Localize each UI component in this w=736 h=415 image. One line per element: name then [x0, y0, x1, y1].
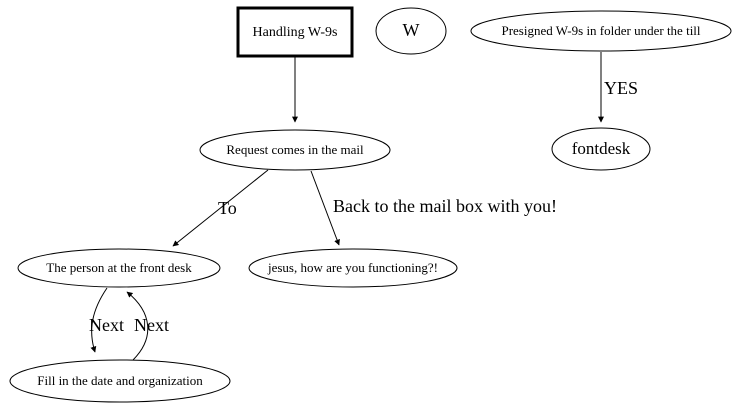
edge-line: [310, 170, 340, 246]
edge-label-next-up: Next: [134, 315, 169, 335]
node-fontdesk[interactable]: fontdesk: [551, 127, 651, 171]
node-presigned-w9s[interactable]: Presigned W-9s in folder under the till: [470, 10, 732, 52]
node-shape-ellipse: [551, 127, 651, 171]
node-jesus-functioning[interactable]: jesus, how are you functioning?!: [248, 248, 458, 288]
node-shape-ellipse: [470, 10, 732, 52]
node-label: Request comes in the mail: [226, 142, 364, 157]
edge-presigned-to-fontdesk: YES: [598, 52, 638, 123]
edge-line: [90, 287, 108, 353]
node-label: Handling W-9s: [253, 25, 338, 40]
node-label: fontdesk: [572, 139, 631, 158]
node-label: W: [403, 20, 420, 40]
node-shape-ellipse: [248, 248, 458, 288]
node-w[interactable]: W: [375, 7, 447, 55]
edge-label-back-to-mailbox: Back to the mail box with you!: [333, 196, 557, 216]
edge-line: [172, 169, 269, 247]
node-shape-ellipse: [375, 7, 447, 55]
node-label: jesus, how are you functioning?!: [267, 260, 438, 275]
node-label: Fill in the date and organization: [37, 373, 203, 388]
node-label: The person at the front desk: [46, 260, 192, 275]
node-shape-ellipse: [9, 359, 231, 403]
node-fill-date-organization[interactable]: Fill in the date and organization: [9, 359, 231, 403]
edge-label-next-down: Next: [89, 315, 124, 335]
edge-request-to-jesus: Back to the mail box with you!: [310, 170, 557, 246]
node-shape-ellipse: [199, 129, 391, 171]
node-shape-box: [236, 6, 354, 58]
edge-request-to-front-desk: To: [172, 169, 269, 247]
edge-line: [126, 291, 149, 361]
node-person-front-desk[interactable]: The person at the front desk: [17, 248, 221, 288]
edge-label-yes: YES: [604, 78, 638, 98]
node-label: Presigned W-9s in folder under the till: [501, 23, 700, 38]
node-request-comes-in-mail[interactable]: Request comes in the mail: [199, 129, 391, 171]
node-handling-w9s[interactable]: Handling W-9s: [236, 6, 354, 58]
edge-front-desk-to-fill-date: Next: [89, 287, 124, 353]
node-shape-ellipse: [17, 248, 221, 288]
edge-fill-date-to-front-desk: Next: [126, 291, 169, 361]
edge-label-to: To: [218, 198, 237, 218]
